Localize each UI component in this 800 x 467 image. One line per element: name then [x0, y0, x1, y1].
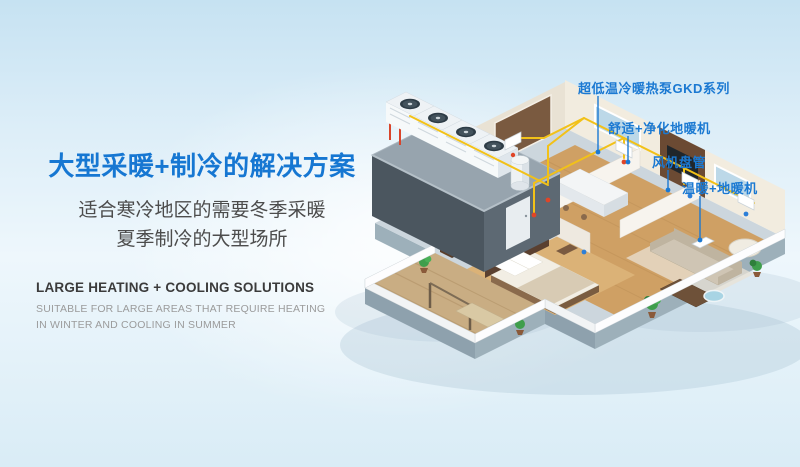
tv-screen	[667, 145, 698, 183]
callout-label-heat-pump: 超低温冷暖热泵GKD系列	[578, 81, 730, 96]
subtitle: 适合寒冷地区的需要冬季采暖 夏季制冷的大型场所	[36, 196, 368, 255]
english-subtitle: SUITABLE FOR LARGE AREAS THAT REQUIRE HE…	[36, 301, 368, 334]
intro-text-block: 大型采暖+制冷的解决方案 适合寒冷地区的需要冬季采暖 夏季制冷的大型场所 LAR…	[36, 146, 368, 333]
heat-pump-units	[385, 91, 519, 178]
lounge-chair	[455, 302, 505, 328]
english-title: LARGE HEATING + COOLING SOLUTIONS	[36, 279, 315, 295]
subtitle-line-1: 适合寒冷地区的需要冬季采暖	[78, 200, 326, 221]
roof-deck	[370, 91, 562, 272]
callout-leader-lines	[595, 96, 703, 243]
english-line-1: SUITABLE FOR LARGE AREAS THAT REQUIRE HE…	[36, 302, 326, 315]
hot-tub	[703, 289, 725, 303]
callout-label-floor-heater-purify: 舒适+净化地暖机	[608, 121, 711, 136]
mechanical-room-door	[506, 196, 530, 250]
buffer-tank	[510, 155, 530, 191]
heating-pipes	[409, 115, 755, 255]
hot-cold-markers	[510, 152, 749, 255]
callout-label-fan-coil: 风机盘管	[652, 155, 707, 170]
page-title: 大型采暖+制冷的解决方案	[48, 151, 356, 181]
cutaway-wall-tops	[364, 228, 786, 344]
callout-label-floor-heater-warm: 温暖+地暖机	[682, 181, 758, 196]
subtitle-line-2: 夏季制冷的大型场所	[116, 229, 288, 251]
english-line-2: IN WINTER AND COOLING IN SUMMER	[36, 319, 236, 332]
patio	[428, 282, 505, 330]
fan-coil-unit	[504, 131, 755, 249]
kitchen-island	[555, 168, 629, 220]
